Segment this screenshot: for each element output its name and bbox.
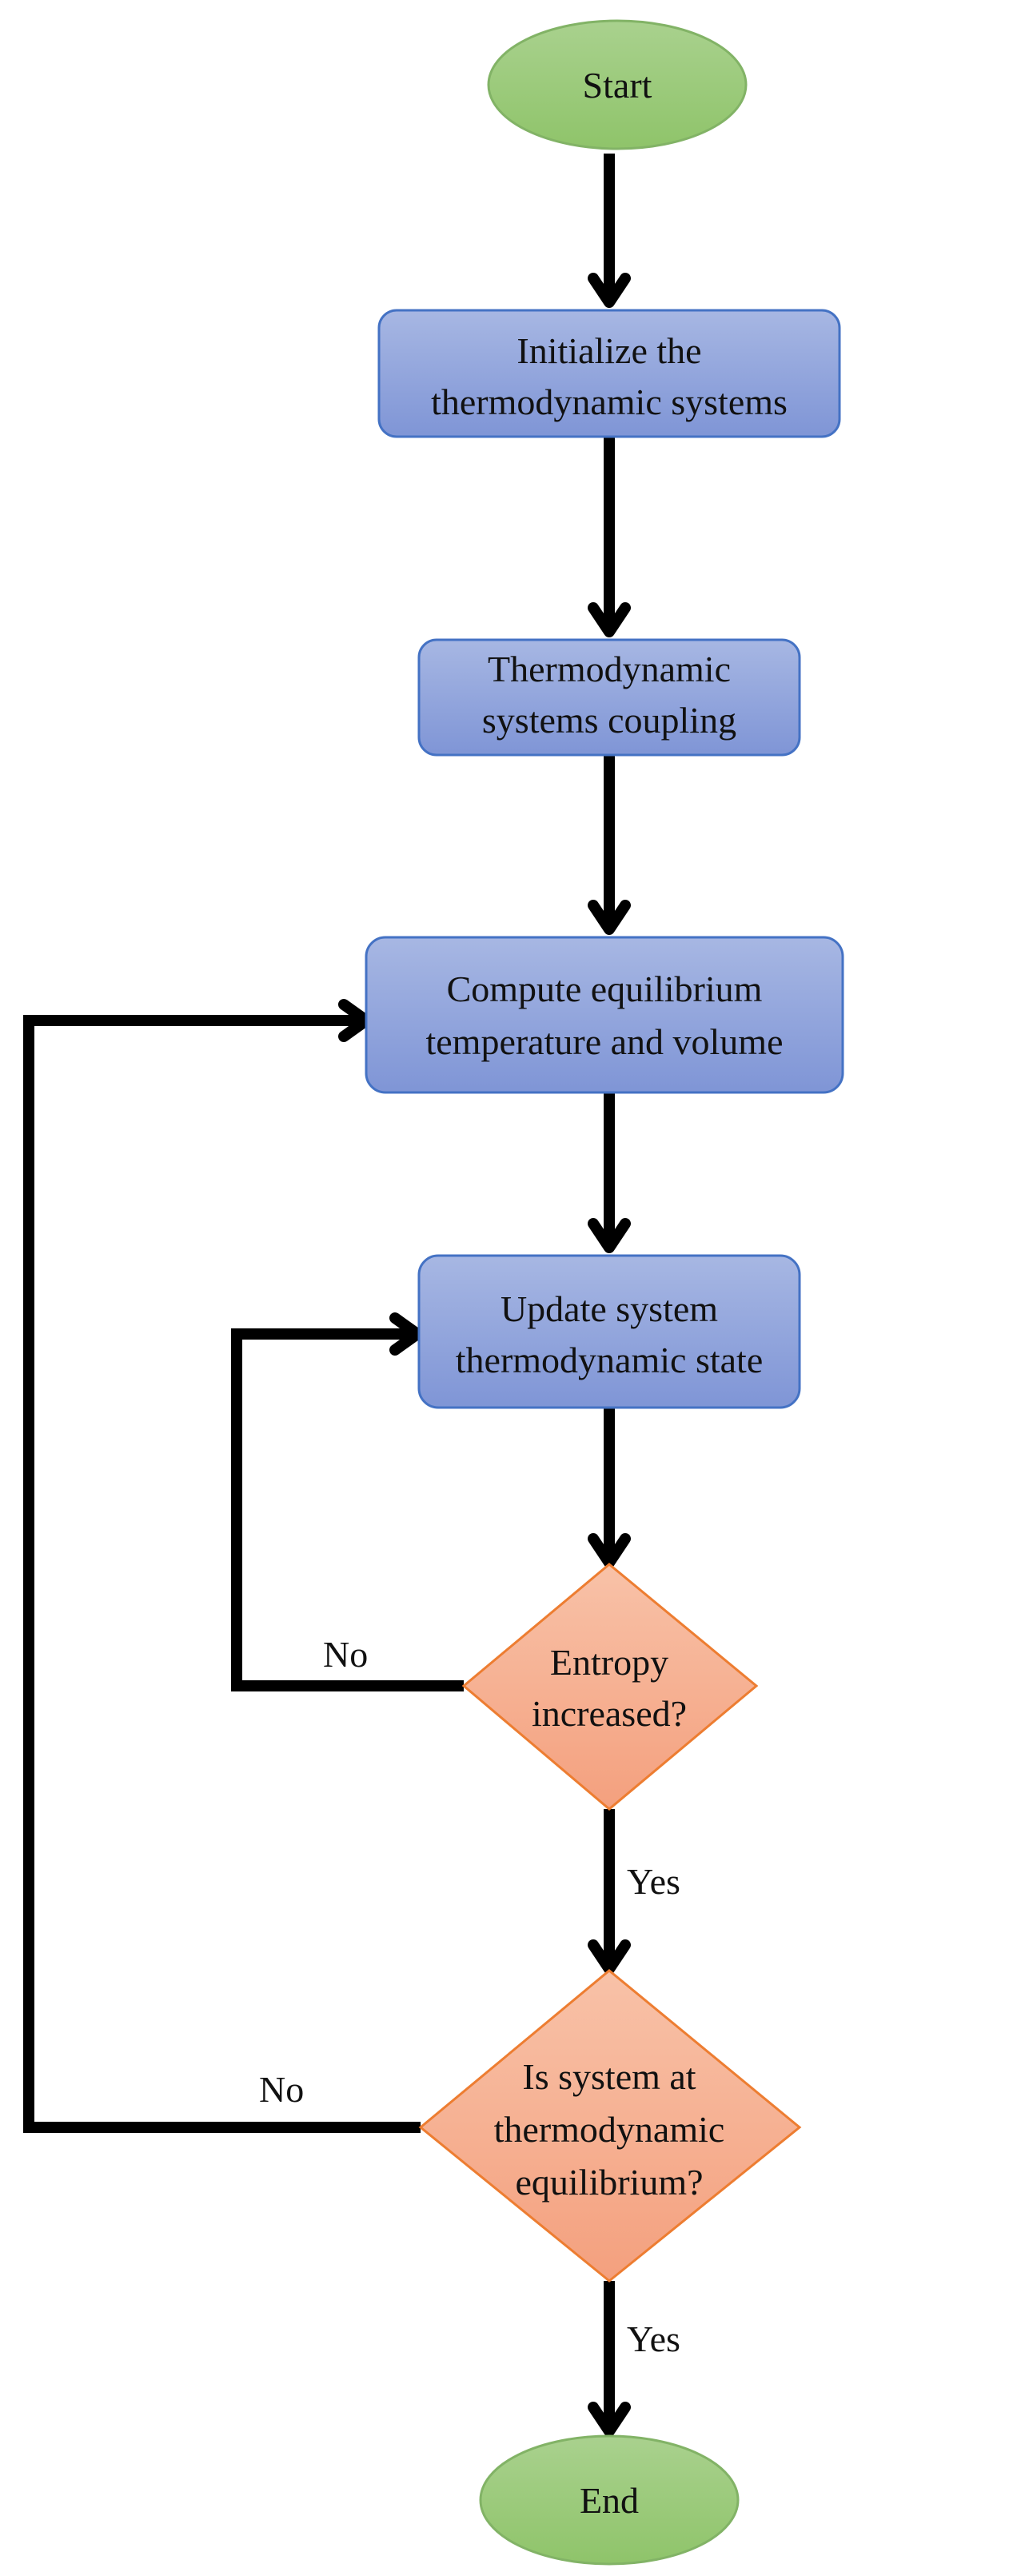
update-label-line-2: thermodynamic state: [456, 1340, 764, 1380]
entropy-label-line-2: increased?: [532, 1693, 687, 1734]
edge-labels: No Yes No Yes: [259, 1634, 680, 2359]
edge-label-equilibrium-no: No: [259, 2069, 304, 2110]
compute-node: Compute equilibrium temperature and volu…: [365, 936, 844, 1094]
arrow-init-to-coupling: [588, 437, 631, 637]
update-box: [417, 1254, 801, 1409]
init-node: Initialize the thermodynamic systems: [377, 309, 841, 438]
coupling-label-line-1: Thermodynamic: [488, 649, 731, 689]
arrow-entropy-yes-to-equilibrium: [588, 1809, 631, 1975]
coupling-label-line-2: systems coupling: [482, 700, 736, 741]
connectors: [23, 154, 631, 2437]
entropy-label-line-1: Entropy: [550, 1642, 668, 1683]
equilibrium-label-line-2: thermodynamic: [494, 2109, 725, 2150]
init-label-line-1: Initialize the: [516, 330, 701, 371]
start-node: Start: [487, 19, 748, 150]
end-node: End: [479, 2434, 740, 2566]
coupling-box: [417, 638, 801, 757]
update-label-line-1: Update system: [501, 1288, 718, 1329]
update-node: Update system thermodynamic state: [417, 1254, 801, 1409]
equilibrium-label-line-1: Is system at: [522, 2056, 696, 2097]
entropy-decision-node: Entropy increased?: [461, 1563, 759, 1811]
compute-label-line-1: Compute equilibrium: [447, 968, 763, 1009]
compute-box: [365, 936, 844, 1094]
edge-label-entropy-no: No: [323, 1634, 368, 1675]
start-ellipse: [487, 19, 748, 150]
arrow-equilibrium-no-loop: [23, 999, 421, 2133]
arrow-coupling-to-compute: [588, 755, 631, 935]
init-box: [377, 309, 841, 438]
arrow-equilibrium-yes-to-end: [588, 2281, 631, 2437]
edge-label-entropy-yes: Yes: [627, 1861, 680, 1902]
arrow-entropy-no-loop: [231, 1312, 464, 1691]
init-label-line-2: thermodynamic systems: [431, 381, 788, 422]
start-label: Start: [583, 65, 652, 106]
arrow-compute-to-update: [588, 1092, 631, 1253]
arrow-start-to-init: [588, 154, 631, 308]
entropy-diamond: [461, 1563, 759, 1811]
end-ellipse: [479, 2434, 740, 2566]
coupling-node: Thermodynamic systems coupling: [417, 638, 801, 757]
equilibrium-diamond: [418, 1969, 802, 2282]
edge-label-equilibrium-yes: Yes: [627, 2318, 680, 2359]
equilibrium-decision-node: Is system at thermodynamic equilibrium?: [418, 1969, 802, 2282]
compute-label-line-2: temperature and volume: [425, 1021, 783, 1062]
end-label: End: [580, 2480, 639, 2521]
arrow-update-to-entropy: [588, 1408, 631, 1568]
equilibrium-label-line-3: equilibrium?: [515, 2162, 703, 2203]
